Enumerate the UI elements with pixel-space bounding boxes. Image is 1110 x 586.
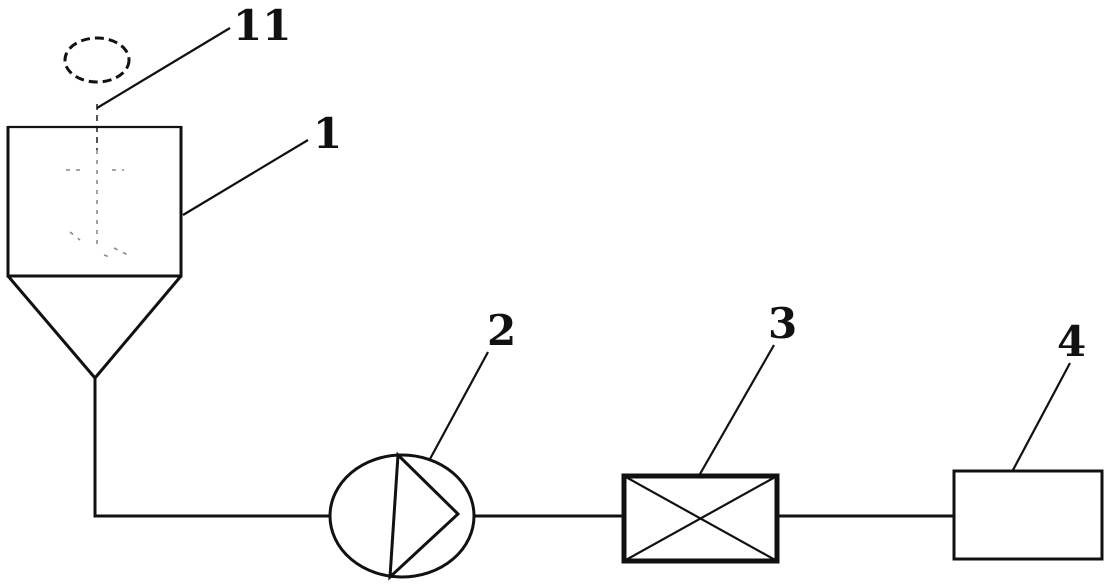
pipe-tank-to-pump bbox=[93, 378, 330, 518]
reference-labels: 11 1 2 3 4 bbox=[233, 1, 1086, 366]
label-filter: 3 bbox=[768, 299, 797, 348]
filter bbox=[621, 473, 780, 564]
leader-lines bbox=[96, 27, 1071, 475]
leader-line-11 bbox=[96, 27, 231, 109]
label-tank: 1 bbox=[313, 109, 342, 158]
outlet-box bbox=[952, 469, 1104, 561]
pump-casing bbox=[328, 453, 476, 579]
filter-cross-b bbox=[623, 475, 778, 562]
label-pump: 2 bbox=[487, 306, 516, 355]
pump bbox=[328, 451, 476, 581]
label-outlet: 4 bbox=[1057, 317, 1086, 366]
stirrer-blade-marks bbox=[66, 169, 131, 259]
leader-line-3 bbox=[699, 344, 775, 475]
tank-cone bbox=[6, 275, 183, 381]
stirrer bbox=[63, 36, 131, 259]
piping bbox=[93, 378, 954, 518]
stirrer-rotation-symbol bbox=[63, 36, 131, 84]
leader-line-1 bbox=[182, 139, 309, 216]
leader-line-4 bbox=[1012, 362, 1071, 471]
outlet-unit bbox=[952, 469, 1104, 561]
tank-body bbox=[6, 126, 183, 278]
filter-box bbox=[621, 473, 780, 564]
tank bbox=[6, 125, 183, 381]
pump-triangle-icon bbox=[388, 451, 461, 581]
leader-line-2 bbox=[429, 351, 489, 460]
label-stirrer: 11 bbox=[233, 1, 291, 50]
